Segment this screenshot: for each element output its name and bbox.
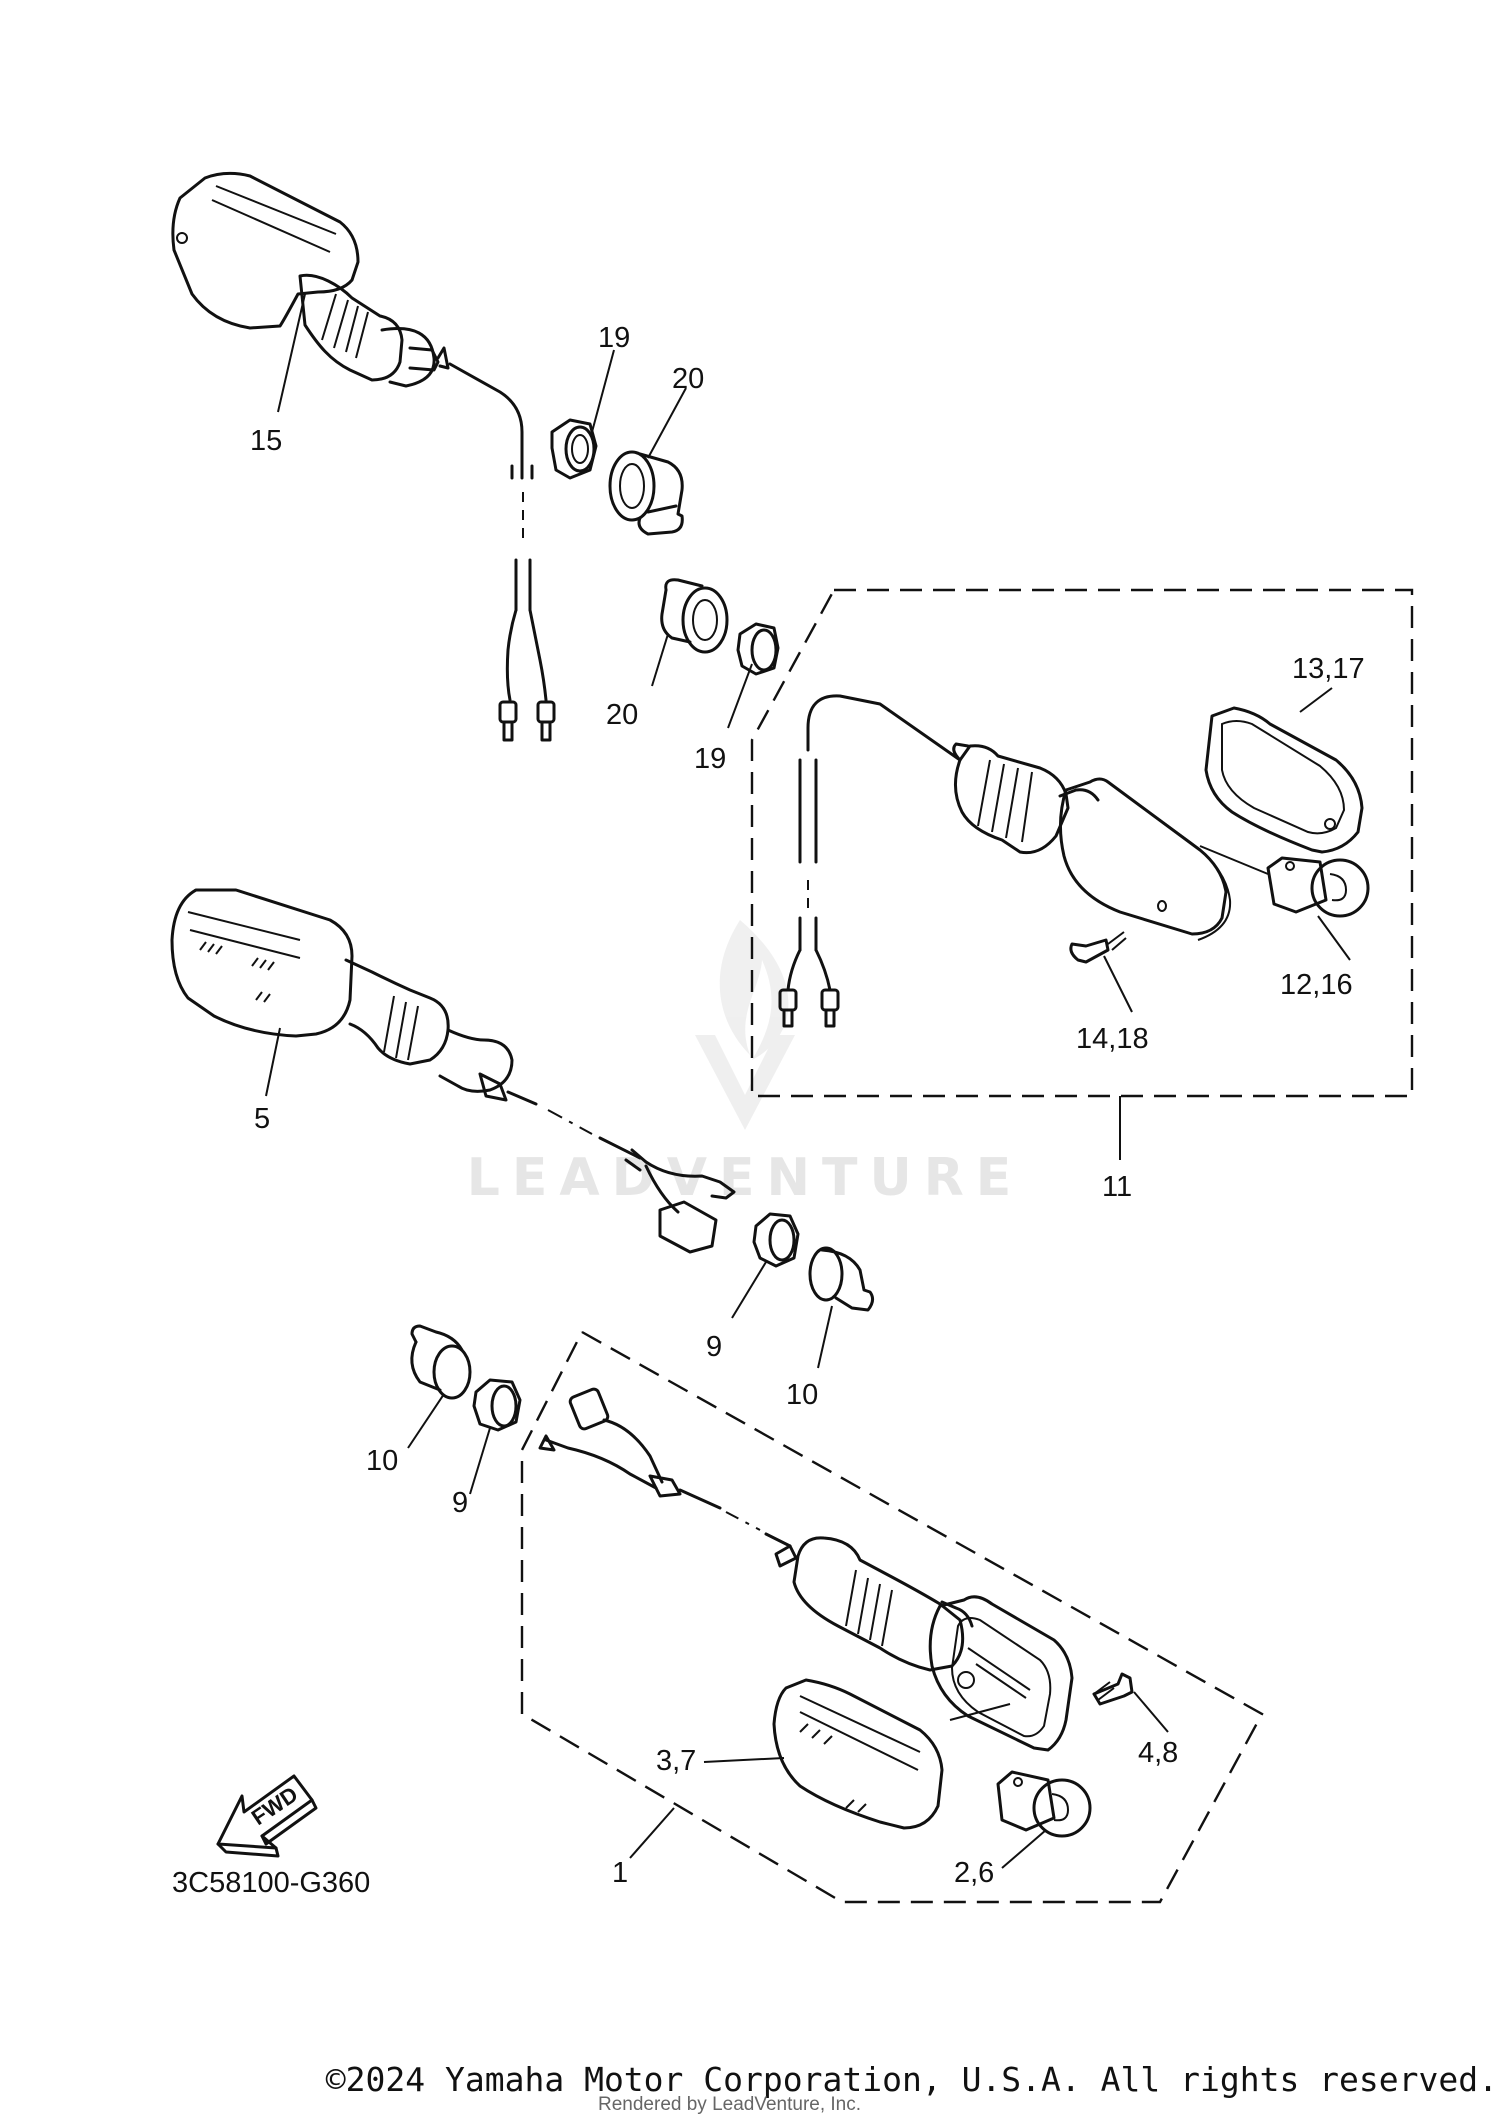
lens-3-7 xyxy=(772,1678,944,1830)
callout-12-16: 12,16 xyxy=(1280,969,1353,1001)
leader-lines xyxy=(265,293,1351,1869)
nut-19-middle xyxy=(736,622,780,676)
callout-9-middle: 9 xyxy=(706,1331,722,1363)
assembly-11-outline xyxy=(750,588,1414,1098)
callout-20-top: 20 xyxy=(672,363,704,395)
turn-signal-11 xyxy=(778,694,1269,1028)
callout-19-top: 19 xyxy=(598,322,630,354)
bulb-2-6 xyxy=(996,1770,1092,1838)
nut-9-lower xyxy=(472,1378,522,1432)
leadventure-watermark-logo xyxy=(695,920,795,1130)
callout-13-17: 13,17 xyxy=(1292,653,1365,685)
callout-10-lower: 10 xyxy=(366,1445,398,1477)
rendered-by-notice: Rendered by LeadVenture, Inc. xyxy=(598,2094,862,2115)
callout-14-18: 14,18 xyxy=(1076,1023,1149,1055)
callout-19-middle: 19 xyxy=(694,743,726,775)
turn-signal-5 xyxy=(170,888,736,1254)
callout-4-8: 4,8 xyxy=(1138,1737,1178,1769)
callout-9-lower: 9 xyxy=(452,1487,468,1519)
grommet-10-middle xyxy=(808,1246,875,1312)
turn-signal-1 xyxy=(538,1387,1074,1752)
callout-15: 15 xyxy=(250,425,282,457)
grommet-20-top xyxy=(608,450,684,536)
callout-3-7: 3,7 xyxy=(656,1745,696,1777)
callout-20-middle: 20 xyxy=(606,699,638,731)
screw-14-18 xyxy=(1069,931,1127,964)
callout-labels: 15 19 20 20 19 13,17 12,16 14,18 5 11 9 … xyxy=(172,322,1365,1899)
turn-signal-15 xyxy=(171,171,556,742)
callout-10-middle: 10 xyxy=(786,1379,818,1411)
forward-arrow-icon: FWD xyxy=(216,1774,318,1858)
callout-2-6: 2,6 xyxy=(954,1857,994,1889)
nut-9-middle xyxy=(752,1212,800,1268)
callout-11: 11 xyxy=(1102,1171,1132,1203)
callout-1: 1 xyxy=(612,1857,628,1889)
nut-19-top xyxy=(550,418,598,480)
lens-13-17 xyxy=(1204,706,1364,854)
grommet-20-middle xyxy=(660,578,729,654)
callout-5: 5 xyxy=(254,1103,270,1135)
assembly-1-outline xyxy=(520,1330,1264,1904)
screw-4-8 xyxy=(1092,1672,1134,1706)
bulb-12-16 xyxy=(1266,856,1370,918)
watermark-text: LEADVENTURE xyxy=(467,1148,1024,1208)
diagram-code: 3C58100-G360 xyxy=(172,1867,370,1899)
copyright-notice: ©2024 Yamaha Motor Corporation, U.S.A. A… xyxy=(325,2060,1498,2099)
grommet-10-lower xyxy=(410,1324,472,1400)
